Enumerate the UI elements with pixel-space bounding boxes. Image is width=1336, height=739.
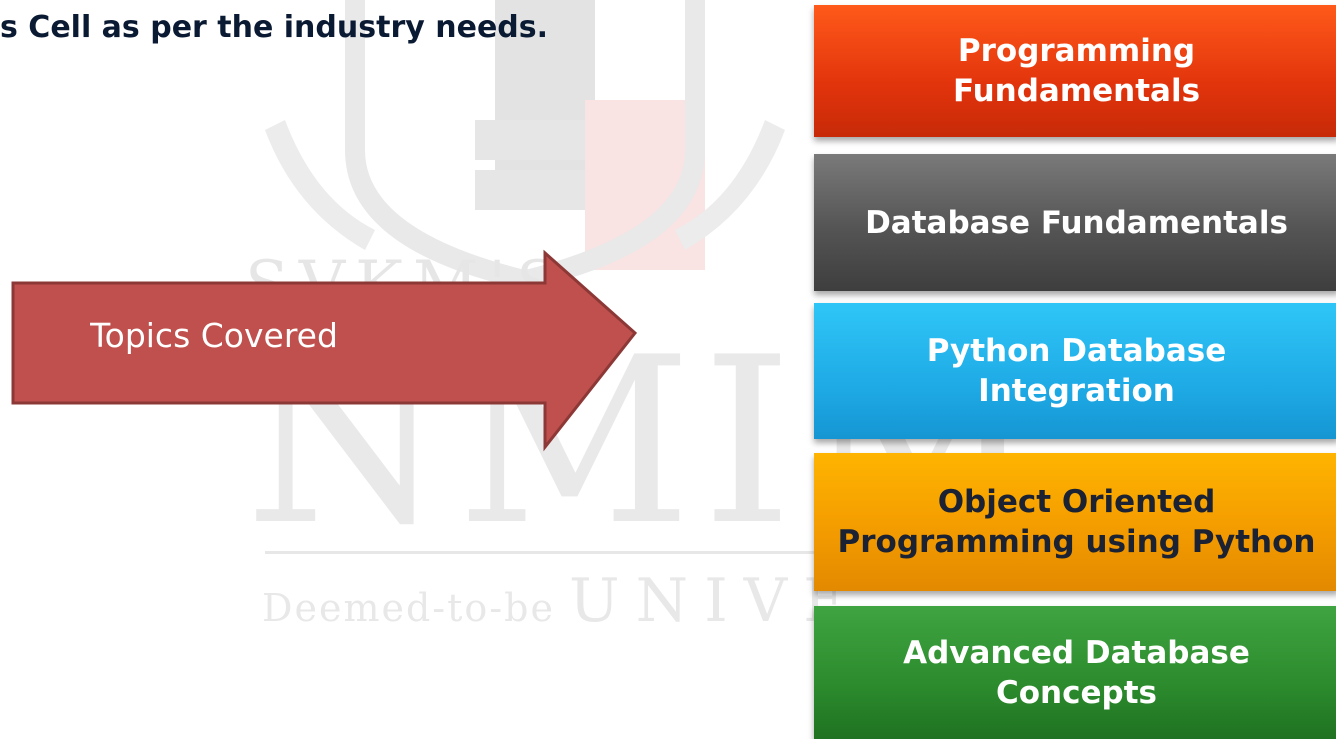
slide-heading: s Cell as per the industry needs. <box>0 10 549 45</box>
topic-python-database-integration: Python Database Integration <box>814 303 1336 439</box>
watermark-divider <box>265 551 825 554</box>
topic-advanced-database: Advanced Database Concepts <box>814 606 1336 739</box>
arrow-label: Topics Covered <box>90 315 338 355</box>
watermark-deemed-small: Deemed-to-be <box>262 586 570 630</box>
watermark-deemed-big: UNIVE <box>569 566 863 636</box>
topic-database-fundamentals: Database Fundamentals <box>814 154 1336 291</box>
watermark-text-deemed: Deemed-to-be UNIVE <box>262 566 863 636</box>
topic-label: Object Oriented Programming using Python <box>837 484 1316 560</box>
topic-label: Advanced Database Concepts <box>903 634 1250 711</box>
topic-oop-python: Object Oriented Programming using Python <box>814 453 1336 591</box>
topic-label: Programming Fundamentals <box>952 33 1201 109</box>
arrow-shape <box>11 249 638 452</box>
topic-label: Python Database Integration <box>926 333 1227 409</box>
topic-label: Database Fundamentals <box>865 204 1288 241</box>
watermark-shield-logo <box>265 0 785 290</box>
topic-programming-fundamentals: Programming Fundamentals <box>814 5 1336 137</box>
